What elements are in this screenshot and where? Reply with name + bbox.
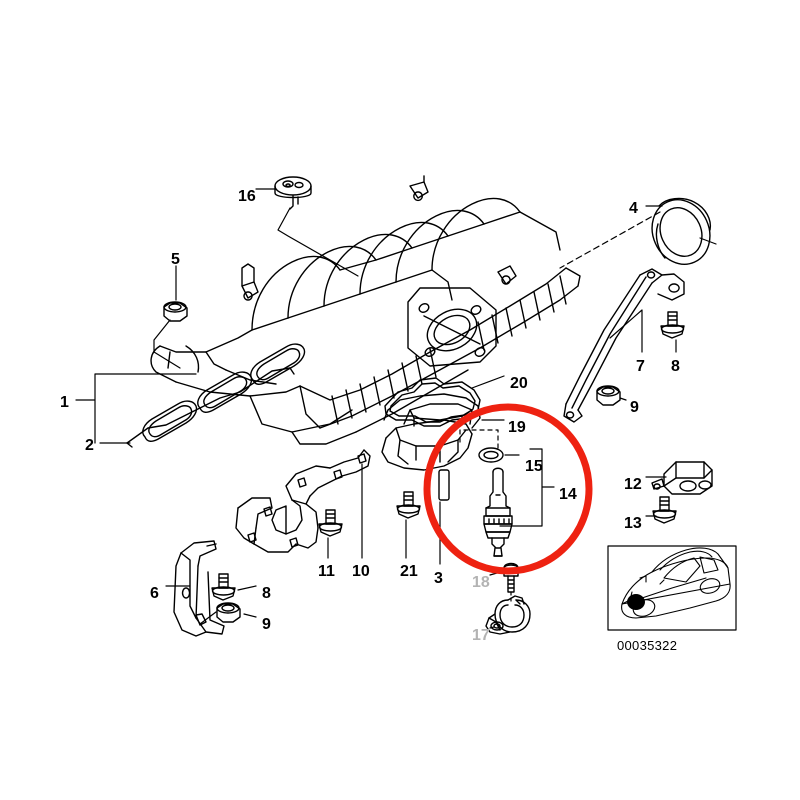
intake-manifold-body <box>150 175 581 445</box>
injector-o-ring-15 <box>478 447 504 463</box>
bolt-13 <box>652 496 677 524</box>
leader-lines <box>75 188 717 629</box>
callout-8-left[interactable]: 8 <box>262 585 271 602</box>
callout-16[interactable]: 16 <box>238 188 256 205</box>
callout-9-left[interactable]: 9 <box>262 616 271 633</box>
nut-9-left <box>216 602 241 623</box>
nut-9-right <box>596 385 621 406</box>
callout-7[interactable]: 7 <box>636 358 645 375</box>
callout-6[interactable]: 6 <box>150 585 159 602</box>
fuel-injector-14 <box>483 467 513 557</box>
bolt-8-right <box>660 311 685 339</box>
bolt-11 <box>318 509 343 537</box>
callout-4[interactable]: 4 <box>629 200 638 217</box>
hose-clamp-17 <box>485 595 531 635</box>
callout-12[interactable]: 12 <box>624 476 642 493</box>
callout-17[interactable]: 17 <box>472 627 490 644</box>
callout-21[interactable]: 21 <box>400 563 418 580</box>
callout-1[interactable]: 1 <box>60 394 69 411</box>
support-bracket-6 <box>173 540 225 637</box>
vehicle-inset <box>607 545 737 631</box>
diagram-reference-number: 00035322 <box>617 638 678 653</box>
callout-11[interactable]: 11 <box>318 563 335 580</box>
nut-5 <box>163 301 188 322</box>
callout-5[interactable]: 5 <box>171 251 180 268</box>
upper-gasket-20 <box>384 377 481 427</box>
callout-3[interactable]: 3 <box>434 570 443 587</box>
callout-10[interactable]: 10 <box>352 563 370 580</box>
throttle-body-o-ring <box>651 197 712 265</box>
location-marker-dot <box>627 594 645 610</box>
callout-13[interactable]: 13 <box>624 515 642 532</box>
mounting-plate-10 <box>235 449 371 553</box>
bolt-8-left <box>211 573 236 601</box>
callout-18[interactable]: 18 <box>472 574 490 591</box>
manifold-gasket-strip <box>126 343 306 448</box>
insert-sleeve-3 <box>438 469 450 501</box>
callout-20[interactable]: 20 <box>510 375 528 392</box>
callout-19[interactable]: 19 <box>508 419 526 436</box>
bolt-21 <box>396 491 421 519</box>
highlight-ellipse <box>423 403 593 575</box>
filler-cap-16 <box>274 176 312 210</box>
callout-2[interactable]: 2 <box>85 437 94 454</box>
rod-bracket-7 <box>563 268 685 423</box>
callout-14[interactable]: 14 <box>559 486 577 503</box>
callout-15[interactable]: 15 <box>525 458 543 475</box>
callout-8-right[interactable]: 8 <box>671 358 680 375</box>
clamp-bracket-12 <box>651 461 713 495</box>
callout-9-right[interactable]: 9 <box>630 399 639 416</box>
